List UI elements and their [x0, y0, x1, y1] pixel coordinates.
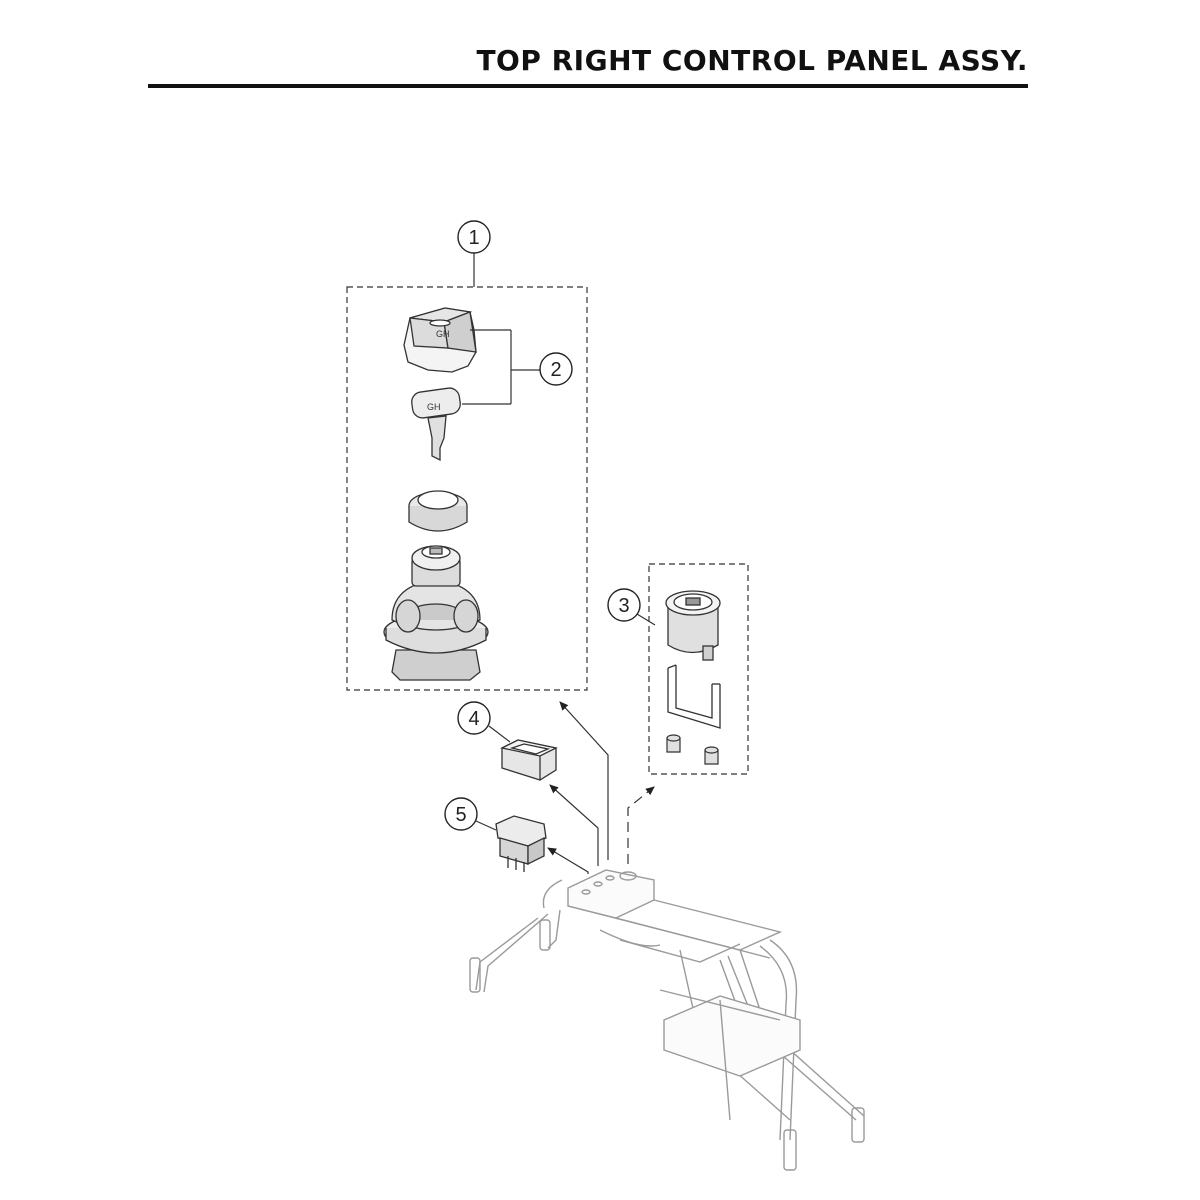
key-knob-part: GH — [403, 307, 477, 373]
hour-meter-group-box — [648, 563, 749, 775]
svg-text:2: 2 — [550, 359, 561, 381]
callout-3: 3 — [607, 588, 641, 622]
callout-2-leaders — [462, 329, 540, 405]
callout-4: 4 — [457, 701, 491, 735]
switch-bezel-part — [500, 739, 558, 781]
rocker-switch-part — [495, 815, 547, 872]
svg-text:GH: GH — [427, 402, 441, 412]
ignition-assy-group-box — [346, 286, 588, 691]
hour-meter-part — [665, 590, 721, 661]
svg-text:1: 1 — [468, 227, 479, 249]
svg-text:3: 3 — [618, 595, 629, 617]
svg-text:GH: GH — [436, 329, 450, 339]
callout-5: 5 — [444, 797, 478, 831]
page-title: TOP RIGHT CONTROL PANEL ASSY. — [476, 44, 1028, 77]
control-panel-frame — [469, 869, 865, 1171]
mounting-bracket-part — [667, 664, 721, 729]
svg-text:5: 5 — [455, 804, 466, 826]
lock-nut-part — [408, 490, 468, 532]
svg-text:4: 4 — [468, 708, 479, 730]
key-part: GH — [411, 387, 461, 462]
callout-1: 1 — [457, 220, 491, 254]
explode-arrows — [547, 701, 655, 874]
ignition-switch-body-part — [383, 545, 489, 681]
bracket-nuts-part — [666, 734, 719, 765]
title-rule — [148, 84, 1028, 88]
callout-2: 2 — [539, 352, 573, 386]
